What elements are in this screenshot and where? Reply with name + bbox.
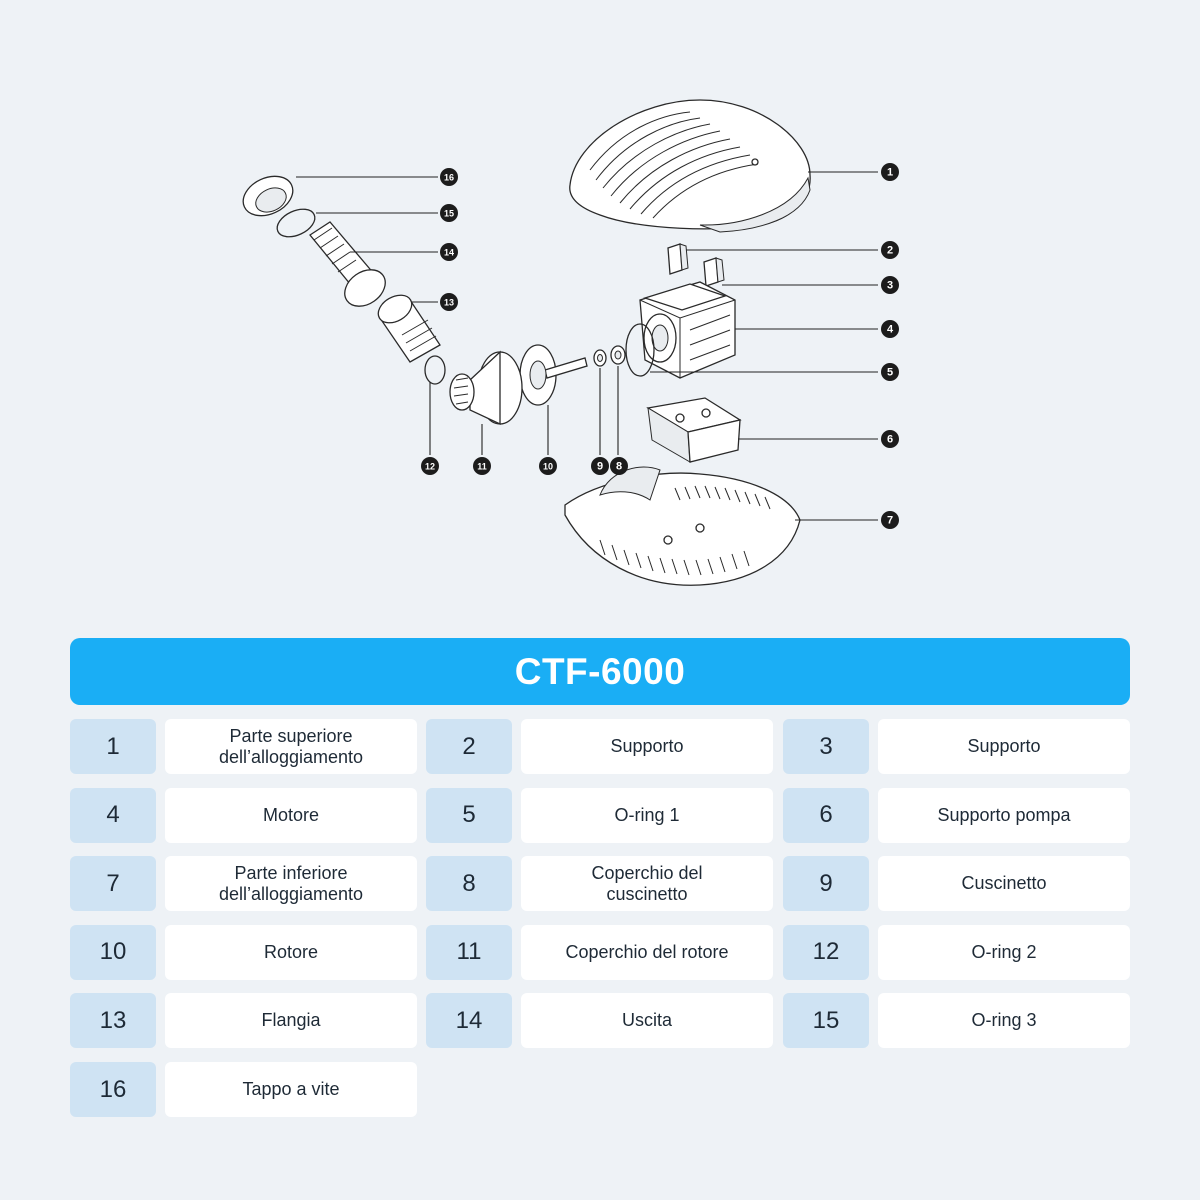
svg-text:7: 7 xyxy=(887,515,893,527)
callout-12: 12 xyxy=(421,457,439,475)
part-number-6: 6 xyxy=(783,787,869,843)
o-ring-1-part xyxy=(625,323,655,377)
callout-3: 3 xyxy=(881,276,899,294)
part-label-3: Supporto xyxy=(878,719,1130,774)
svg-text:14: 14 xyxy=(444,248,454,258)
motor-part xyxy=(639,281,736,379)
part-number-4: 4 xyxy=(70,787,156,843)
part-number-5: 5 xyxy=(426,787,512,843)
model-title: CTF-6000 xyxy=(514,650,686,692)
part-label-1: Parte superiore dell’alloggiamento xyxy=(165,719,417,774)
o-ring-2-part xyxy=(424,355,446,385)
part-number-9: 9 xyxy=(783,856,869,912)
callout-14: 14 xyxy=(440,243,458,261)
flange-part xyxy=(377,294,441,363)
part-number-3: 3 xyxy=(783,719,869,774)
callout-16: 16 xyxy=(440,168,458,186)
callout-15: 15 xyxy=(440,204,458,222)
callout-4: 4 xyxy=(881,320,899,338)
callout-2: 2 xyxy=(881,241,899,259)
part-label-9: Cuscinetto xyxy=(878,856,1130,912)
part-number-1: 1 xyxy=(70,719,156,774)
part-number-10: 10 xyxy=(70,924,156,980)
svg-text:11: 11 xyxy=(477,462,487,472)
part-number-13: 13 xyxy=(70,993,156,1049)
callout-13: 13 xyxy=(440,293,458,311)
part-label-15: O-ring 3 xyxy=(878,993,1130,1049)
part-number-12: 12 xyxy=(783,924,869,980)
part-label-5: O-ring 1 xyxy=(521,787,773,843)
part-label-12: O-ring 2 xyxy=(878,924,1130,980)
housing-bottom-part xyxy=(564,466,801,586)
svg-text:8: 8 xyxy=(616,461,622,473)
pump-support-part xyxy=(646,397,742,463)
screw-cap-part xyxy=(242,175,294,217)
support-parts xyxy=(667,243,725,287)
svg-text:2: 2 xyxy=(887,245,893,257)
callout-1: 1 xyxy=(881,163,899,181)
svg-text:16: 16 xyxy=(444,173,454,183)
part-label-7: Parte inferiore dell’alloggiamento xyxy=(165,856,417,912)
svg-text:1: 1 xyxy=(887,167,893,179)
part-number-7: 7 xyxy=(70,856,156,912)
callout-5: 5 xyxy=(881,363,899,381)
part-label-10: Rotore xyxy=(165,924,417,980)
part-number-14: 14 xyxy=(426,993,512,1049)
bearing-parts xyxy=(593,345,626,367)
outlet-part xyxy=(309,221,386,307)
part-label-8: Coperchio del cuscinetto xyxy=(521,856,773,912)
part-label-16: Tappo a vite xyxy=(165,1062,417,1117)
part-label-14: Uscita xyxy=(521,993,773,1049)
part-number-11: 11 xyxy=(426,924,512,980)
leader-lines xyxy=(296,171,878,521)
callout-9: 9 xyxy=(591,457,609,475)
part-label-11: Coperchio del rotore xyxy=(521,924,773,980)
callout-7: 7 xyxy=(881,511,899,529)
part-number-2: 2 xyxy=(426,719,512,774)
svg-text:15: 15 xyxy=(444,209,454,219)
svg-text:4: 4 xyxy=(887,324,894,336)
svg-text:3: 3 xyxy=(887,280,893,292)
callout-8: 8 xyxy=(610,457,628,475)
svg-text:13: 13 xyxy=(444,298,454,308)
svg-text:9: 9 xyxy=(597,461,603,473)
rotor-part xyxy=(519,344,588,406)
part-number-8: 8 xyxy=(426,856,512,912)
svg-text:10: 10 xyxy=(543,462,553,472)
svg-text:12: 12 xyxy=(425,462,435,472)
rotor-cover-part xyxy=(449,350,523,426)
part-label-13: Flangia xyxy=(165,993,417,1049)
svg-text:6: 6 xyxy=(887,434,893,446)
svg-text:5: 5 xyxy=(887,367,893,379)
callout-11: 11 xyxy=(473,457,491,475)
model-header: CTF-6000 xyxy=(70,638,1130,705)
part-number-15: 15 xyxy=(783,993,869,1049)
part-label-4: Motore xyxy=(165,787,417,843)
callout-10: 10 xyxy=(539,457,557,475)
callout-6: 6 xyxy=(881,430,899,448)
part-label-2: Supporto xyxy=(521,719,773,774)
housing-top-part xyxy=(569,99,811,233)
o-ring-3-part xyxy=(276,208,316,238)
part-label-6: Supporto pompa xyxy=(878,787,1130,843)
part-number-16: 16 xyxy=(70,1062,156,1117)
